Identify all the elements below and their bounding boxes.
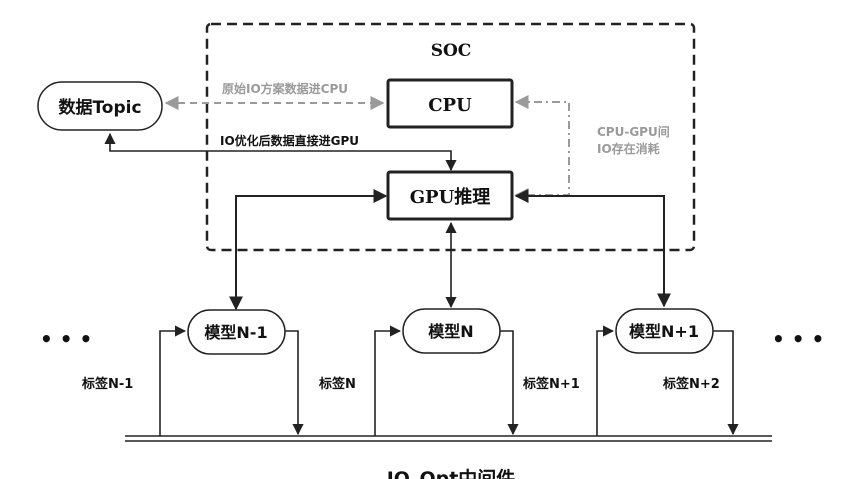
cpu-node xyxy=(386,78,514,129)
cpu-gpu-cost-label-1: CPU-GPU间 xyxy=(597,124,670,139)
topic-node xyxy=(37,81,163,131)
optimized-io-label: IO优化后数据直接进GPU xyxy=(220,133,359,148)
model-n-minus-1-label: 模型N-1 xyxy=(204,323,267,342)
soc-label: SOC xyxy=(431,41,472,61)
gpu-to-model-n-1-edge xyxy=(229,189,388,311)
tag-n-minus-1-label: 标签N-1 xyxy=(81,376,133,392)
model-n-plus-1-label: 模型N+1 xyxy=(629,322,699,341)
model-n-label: 模型N xyxy=(428,322,473,341)
tag-n-plus-2-label: 标签N+2 xyxy=(662,376,720,392)
model-n-plus-1-to-bus-edge xyxy=(713,330,739,436)
ellipsis-left: • • • xyxy=(40,327,92,351)
model-n-minus-1-node xyxy=(187,309,286,355)
bus-to-model-n-minus-1-edge xyxy=(159,325,187,436)
original-io-label: 原始IO方案数据进CPU xyxy=(222,81,348,96)
cpu-node-label: CPU xyxy=(428,95,472,116)
gpu-to-model-n1-edge xyxy=(514,189,671,308)
topic-node-label: 数据Topic xyxy=(58,97,141,118)
ellipsis-right: • • • xyxy=(772,327,824,351)
cpu-gpu-io-edge xyxy=(514,95,570,202)
bus-to-model-n-plus-1-edge xyxy=(596,325,615,436)
gpu-node xyxy=(386,170,514,221)
optimized-io-edge xyxy=(104,132,457,172)
tag-n-plus-1-label: 标签N+1 xyxy=(522,376,580,392)
tag-n-label: 标签N xyxy=(318,376,356,392)
middleware-label: IO_Opt中间件 xyxy=(387,467,516,479)
model-n-minus-1-to-bus-edge xyxy=(285,330,304,436)
bus-to-model-n-edge xyxy=(374,325,402,436)
gpu-node-label: GPU推理 xyxy=(410,186,491,208)
cpu-gpu-cost-label-2: IO存在消耗 xyxy=(597,141,660,156)
model-n-to-bus-edge xyxy=(500,330,519,436)
